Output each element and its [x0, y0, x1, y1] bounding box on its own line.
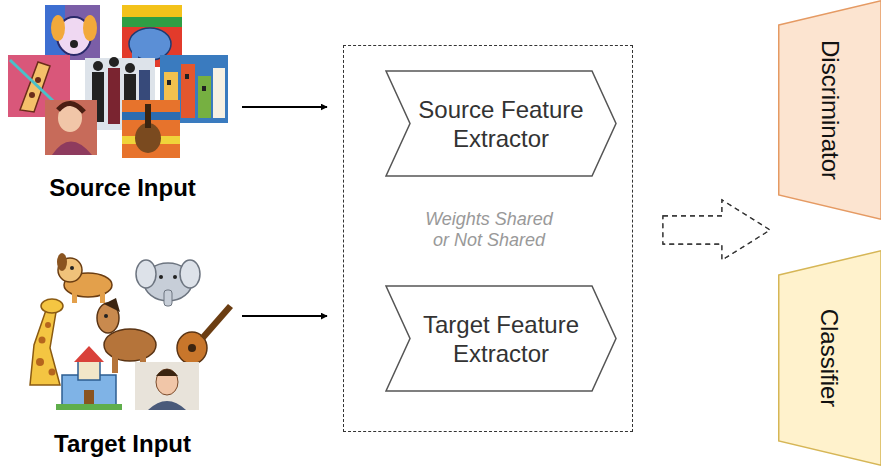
cartoon-man	[156, 369, 178, 395]
input-arrow	[242, 106, 327, 108]
chevron-shape	[386, 286, 616, 391]
cartoon-man	[148, 401, 186, 410]
feature-extractor: Source Feature Extractor	[386, 71, 616, 176]
cartoon-giraffe	[30, 299, 63, 385]
cartoon-giraffe	[49, 369, 56, 376]
trapezoid-shape	[779, 251, 881, 466]
cartoon-man	[135, 362, 199, 410]
houses-painting	[185, 74, 189, 79]
feature-extractor-group: Weights Shared or Not Shared Source Featu…	[343, 45, 633, 432]
cartoon-elephant	[136, 260, 200, 306]
giraffe-painting	[29, 92, 35, 98]
cartoon-guitar	[188, 344, 196, 352]
hollow-arrow	[663, 200, 770, 260]
girl-painting	[58, 103, 84, 112]
cartoon-dog	[57, 253, 112, 303]
input-arrow	[242, 315, 327, 317]
target-cartoons	[30, 253, 233, 410]
houses-painting	[198, 76, 211, 118]
people-painting	[109, 57, 119, 67]
cartoon-castle	[56, 404, 122, 410]
cartoon-guitar	[177, 304, 233, 364]
box-label: Classifier	[816, 309, 844, 408]
cartoon-castle	[78, 360, 100, 380]
giraffe-painting	[35, 77, 41, 83]
cartoon-giraffe	[30, 310, 60, 385]
source-artworks	[8, 5, 228, 158]
guitar-painting	[145, 104, 151, 128]
elephant-painting	[122, 5, 182, 17]
cartoon-elephant	[159, 275, 163, 279]
cartoon-castle	[74, 346, 104, 362]
cartoon-horse	[97, 298, 156, 373]
houses-painting	[202, 86, 206, 91]
cartoon-giraffe	[36, 358, 44, 366]
cartoon-elephant	[180, 260, 200, 288]
cartoon-dog	[57, 253, 67, 271]
girl-painting	[45, 100, 97, 155]
girl-painting	[45, 100, 97, 155]
classifier-head: Classifier	[778, 250, 881, 466]
cartoon-horse	[104, 314, 108, 318]
houses-painting	[213, 68, 225, 118]
cartoon-elephant	[173, 275, 177, 279]
dog-painting	[83, 15, 97, 41]
cartoon-man	[135, 362, 199, 410]
cartoon-giraffe	[41, 299, 63, 313]
houses-painting	[181, 64, 195, 118]
source-input: Source Input	[5, 2, 240, 202]
guitar-painting	[122, 100, 180, 158]
box-label: Target Feature Extractor	[386, 310, 616, 368]
dog-painting	[70, 40, 78, 48]
cartoon-horse	[104, 329, 156, 361]
chevron-outline	[386, 286, 616, 391]
people-painting	[93, 61, 103, 71]
cartoon-horse	[104, 298, 120, 312]
cartoon-dog	[72, 293, 77, 303]
cartoon-guitar	[200, 304, 233, 340]
guitar-painting	[122, 100, 180, 158]
cartoon-horse	[112, 355, 118, 373]
discriminator-head: Discriminator	[778, 0, 881, 220]
dog-painting	[45, 5, 100, 60]
hollow-arrow	[663, 200, 770, 260]
cartoon-castle	[56, 346, 122, 410]
cartoon-dog	[100, 293, 105, 303]
trapezoid-shape	[779, 1, 881, 220]
dog-painting	[45, 5, 100, 60]
houses-painting	[167, 80, 171, 85]
cartoon-man	[156, 369, 178, 376]
cartoon-elephant	[136, 260, 156, 288]
girl-painting	[52, 142, 92, 156]
box-label: Discriminator	[816, 40, 844, 180]
elephant-painting	[122, 17, 182, 27]
input-caption: Source Input	[5, 174, 240, 202]
cartoon-elephant	[164, 290, 172, 306]
cartoon-giraffe	[39, 337, 46, 344]
box-label: Source Feature Extractor	[386, 95, 616, 153]
cartoon-giraffe	[45, 322, 51, 328]
people-painting	[108, 68, 120, 124]
feature-extractor: Target Feature Extractor	[386, 286, 616, 391]
dog-painting	[45, 5, 65, 60]
group-note: Weights Shared or Not Shared	[419, 209, 559, 251]
dog-painting	[51, 15, 65, 41]
input-caption: Target Input	[5, 430, 240, 458]
chevron-shape	[386, 71, 616, 176]
target-input: Target Input	[5, 248, 240, 458]
chevron-outline	[386, 71, 616, 176]
people-painting	[125, 63, 135, 73]
cartoon-dog	[70, 266, 74, 270]
